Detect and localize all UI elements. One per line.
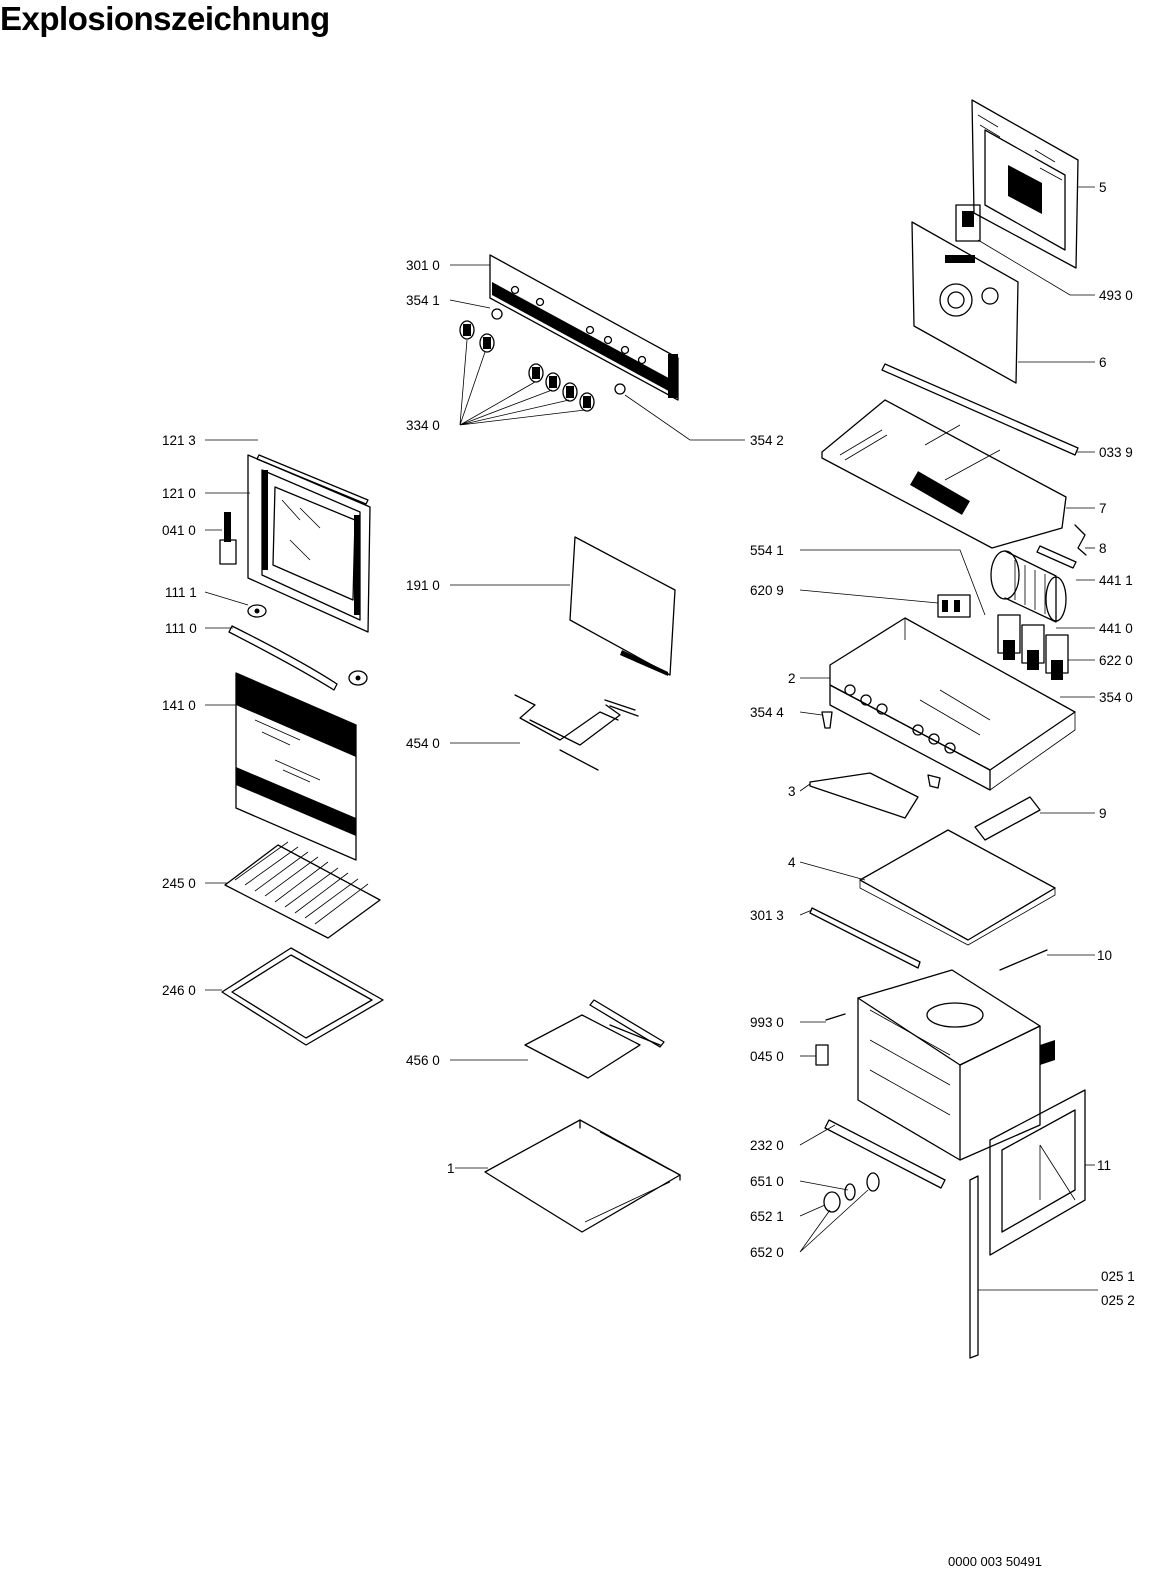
label-1110: 111 0 [165, 621, 197, 636]
top-cover [821, 399, 1067, 549]
bottom-strip [809, 907, 921, 969]
label-3010: 301 0 [406, 258, 440, 273]
indicator-lamp-2 [614, 383, 626, 395]
handle-cap-bottom [348, 670, 368, 686]
fan-motor [990, 550, 1067, 623]
fan-cover-plate [911, 221, 1019, 384]
label-3013: 301 3 [750, 908, 784, 923]
label-4410: 441 0 [1099, 621, 1133, 636]
screw [825, 1013, 846, 1021]
oven-floor-panel [484, 1119, 681, 1233]
label-1213: 121 3 [162, 433, 196, 448]
door-seal [569, 536, 676, 676]
label-0251: 025 1 [1101, 1269, 1135, 1284]
label-6: 6 [1099, 355, 1107, 370]
label-1410: 141 0 [162, 698, 196, 713]
label-6521: 652 1 [750, 1209, 784, 1224]
door-top-strip [256, 454, 369, 505]
label-0339: 033 9 [1099, 445, 1133, 460]
back-panel [971, 99, 1079, 269]
control-panel [489, 254, 679, 401]
label-8: 8 [1099, 541, 1107, 556]
side-bracket-left [809, 772, 919, 819]
label-6510: 651 0 [750, 1174, 784, 1189]
bottom-heating-element [524, 999, 665, 1079]
adjuster-foot [823, 1172, 880, 1213]
handle-cap-top [247, 604, 267, 618]
side-rail [969, 1175, 979, 1359]
oven-cavity [857, 969, 1055, 1161]
label-1910: 191 0 [406, 578, 440, 593]
door-hinge [219, 512, 237, 565]
bottom-rail [824, 1119, 946, 1189]
label-1: 1 [447, 1161, 455, 1176]
label-6220: 622 0 [1099, 653, 1133, 668]
label-11: 11 [1097, 1158, 1111, 1173]
label-5: 5 [1099, 180, 1107, 195]
insulation-strip [881, 363, 1079, 456]
inner-door-frame [247, 454, 371, 633]
label-2: 2 [788, 671, 796, 686]
lamp-socket [821, 711, 833, 729]
label-2450: 245 0 [162, 876, 196, 891]
label-3541: 354 1 [406, 293, 440, 308]
thermostat-switch [955, 204, 981, 242]
label-0252: 025 2 [1101, 1293, 1135, 1308]
support-rod [999, 949, 1048, 971]
bottom-plate [859, 829, 1056, 946]
outer-door-glass [235, 672, 357, 861]
side-bracket-right [974, 796, 1041, 841]
label-4560: 456 0 [406, 1053, 440, 1068]
control-knobs [459, 320, 595, 412]
leader-lines [204, 186, 1098, 1291]
indicator-lamp-1 [491, 308, 503, 320]
cable-clip [1074, 524, 1087, 556]
label-1210: 121 0 [162, 486, 196, 501]
fan-motor-bracket [1036, 545, 1077, 569]
label-6209: 620 9 [750, 583, 784, 598]
label-3540: 354 0 [1099, 690, 1133, 705]
lamp-socket-2 [927, 774, 941, 789]
label-9: 9 [1099, 806, 1107, 821]
label-3340: 334 0 [406, 418, 440, 433]
oven-grid-rack [224, 841, 381, 939]
baking-tray [221, 947, 384, 1046]
label-0410: 041 0 [162, 523, 196, 538]
top-heating-element [514, 694, 639, 771]
terminal-block [937, 594, 971, 618]
page-title: Explosionszeichnung [0, 0, 330, 37]
label-3544: 354 4 [750, 705, 784, 720]
door-handle [228, 625, 338, 691]
label-2320: 232 0 [750, 1138, 784, 1153]
label-3542: 354 2 [750, 433, 784, 448]
label-1111: 111 1 [165, 585, 197, 600]
label-5541: 554 1 [750, 543, 784, 558]
label-2460: 246 0 [162, 983, 196, 998]
control-switches [997, 614, 1069, 680]
label-4: 4 [788, 855, 796, 870]
side-panel [989, 1089, 1086, 1256]
label-4411: 441 1 [1099, 573, 1133, 588]
label-7: 7 [1099, 501, 1107, 516]
part-labels: 301 0 354 1 334 0 354 2 121 3 121 0 041 … [162, 180, 1135, 1308]
label-6520: 652 0 [750, 1245, 784, 1260]
label-10: 10 [1097, 948, 1112, 963]
document-code: 0000 003 50491 [948, 1554, 1042, 1569]
label-4930: 493 0 [1099, 288, 1133, 303]
door-latch [815, 1044, 829, 1066]
label-3: 3 [788, 784, 796, 799]
label-0450: 045 0 [750, 1049, 784, 1064]
label-9930: 993 0 [750, 1015, 784, 1030]
control-box-housing [829, 617, 1076, 791]
label-4540: 454 0 [406, 736, 440, 751]
